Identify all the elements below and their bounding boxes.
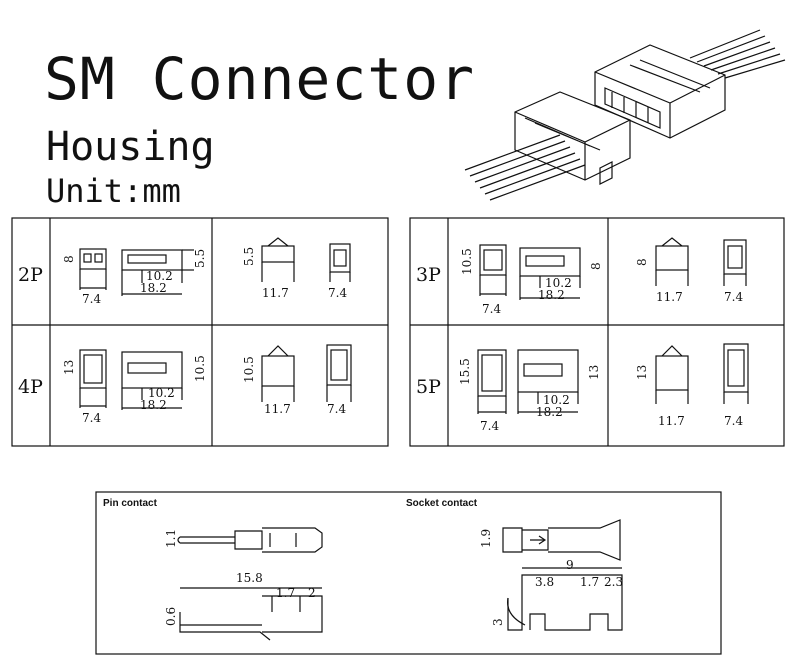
- dim-4p-mate-height: 10.5: [242, 356, 256, 383]
- dim-3p-side-inner: 10.2: [545, 276, 572, 290]
- dim-3p-front-height: 10.5: [460, 248, 474, 275]
- page-subtitle: Housing: [46, 124, 215, 170]
- dim-2p-side-length: 18.2: [140, 281, 167, 295]
- dim-5p-side-inner: 10.2: [543, 393, 570, 407]
- unit-label: Unit:mm: [46, 172, 181, 210]
- dim-5p-mate-height: 13: [635, 365, 649, 380]
- dim-5p-side-length: 18.2: [536, 405, 563, 419]
- dim-socket-height: 3: [491, 618, 505, 626]
- dim-socket-seg-b: 1.7: [580, 575, 599, 589]
- dim-pin-seg-b: 2: [308, 586, 316, 600]
- dim-2p-side-height: 5.5: [193, 249, 207, 268]
- dim-pin-seg-a: 1.7: [276, 586, 295, 600]
- dim-socket-length: 9: [566, 558, 574, 572]
- dim-pin-thickness: 0.6: [164, 607, 178, 626]
- pin-contact-title: Pin contact: [103, 498, 158, 509]
- drawing-4p: [79, 344, 352, 410]
- dim-2p-front-height: 8: [62, 255, 76, 263]
- dim-5p-front-height: 15.5: [458, 358, 472, 385]
- label-3p: 3P: [416, 264, 441, 286]
- dim-pin-dia: 1.1: [164, 529, 178, 548]
- drawing-2p: [79, 237, 351, 296]
- dim-2p-mate-length: 11.7: [262, 286, 289, 300]
- dim-2p-mate-height: 5.5: [242, 247, 256, 266]
- label-2p: 2P: [18, 264, 43, 286]
- drawing-5p: [477, 343, 749, 414]
- dim-3p-side-length: 18.2: [538, 288, 565, 302]
- dim-2p-front-width: 7.4: [82, 292, 101, 306]
- housing-table-right: [409, 217, 785, 447]
- dim-2p-side-inner: 10.2: [146, 269, 173, 283]
- dim-3p-side-height: 8: [589, 262, 603, 270]
- dim-4p-mate-width: 7.4: [327, 402, 346, 416]
- socket-contact-title: Socket contact: [406, 498, 478, 509]
- label-5p: 5P: [416, 376, 441, 398]
- dim-5p-mate-length: 11.7: [658, 414, 685, 428]
- housing-table-left: [11, 217, 389, 447]
- dim-5p-front-width: 7.4: [480, 419, 499, 433]
- dim-4p-front-width: 7.4: [82, 411, 101, 425]
- connector-illustration: [464, 29, 786, 201]
- dim-socket-dia: 1.9: [479, 529, 493, 548]
- dim-3p-mate-width: 7.4: [724, 290, 743, 304]
- dim-pin-length: 15.8: [236, 571, 263, 585]
- dim-4p-side-length: 18.2: [140, 398, 167, 412]
- dim-5p-mate-width: 7.4: [724, 414, 743, 428]
- dim-4p-side-inner: 10.2: [148, 386, 175, 400]
- drawing-3p: [479, 237, 747, 300]
- contacts-panel: [95, 491, 722, 655]
- dim-5p-side-height: 13: [587, 365, 601, 380]
- page-title: SM Connector: [44, 45, 476, 113]
- dim-2p-mate-width: 7.4: [328, 286, 347, 300]
- dim-socket-seg-a: 3.8: [535, 575, 554, 589]
- dim-3p-mate-height: 8: [635, 258, 649, 266]
- dim-4p-front-height: 13: [62, 360, 76, 375]
- label-4p: 4P: [18, 376, 43, 398]
- dim-3p-mate-length: 11.7: [656, 290, 683, 304]
- dim-4p-mate-length: 11.7: [264, 402, 291, 416]
- dim-4p-side-height: 10.5: [193, 355, 207, 382]
- dim-socket-seg-c: 2.3: [604, 575, 623, 589]
- dim-3p-front-width: 7.4: [482, 302, 501, 316]
